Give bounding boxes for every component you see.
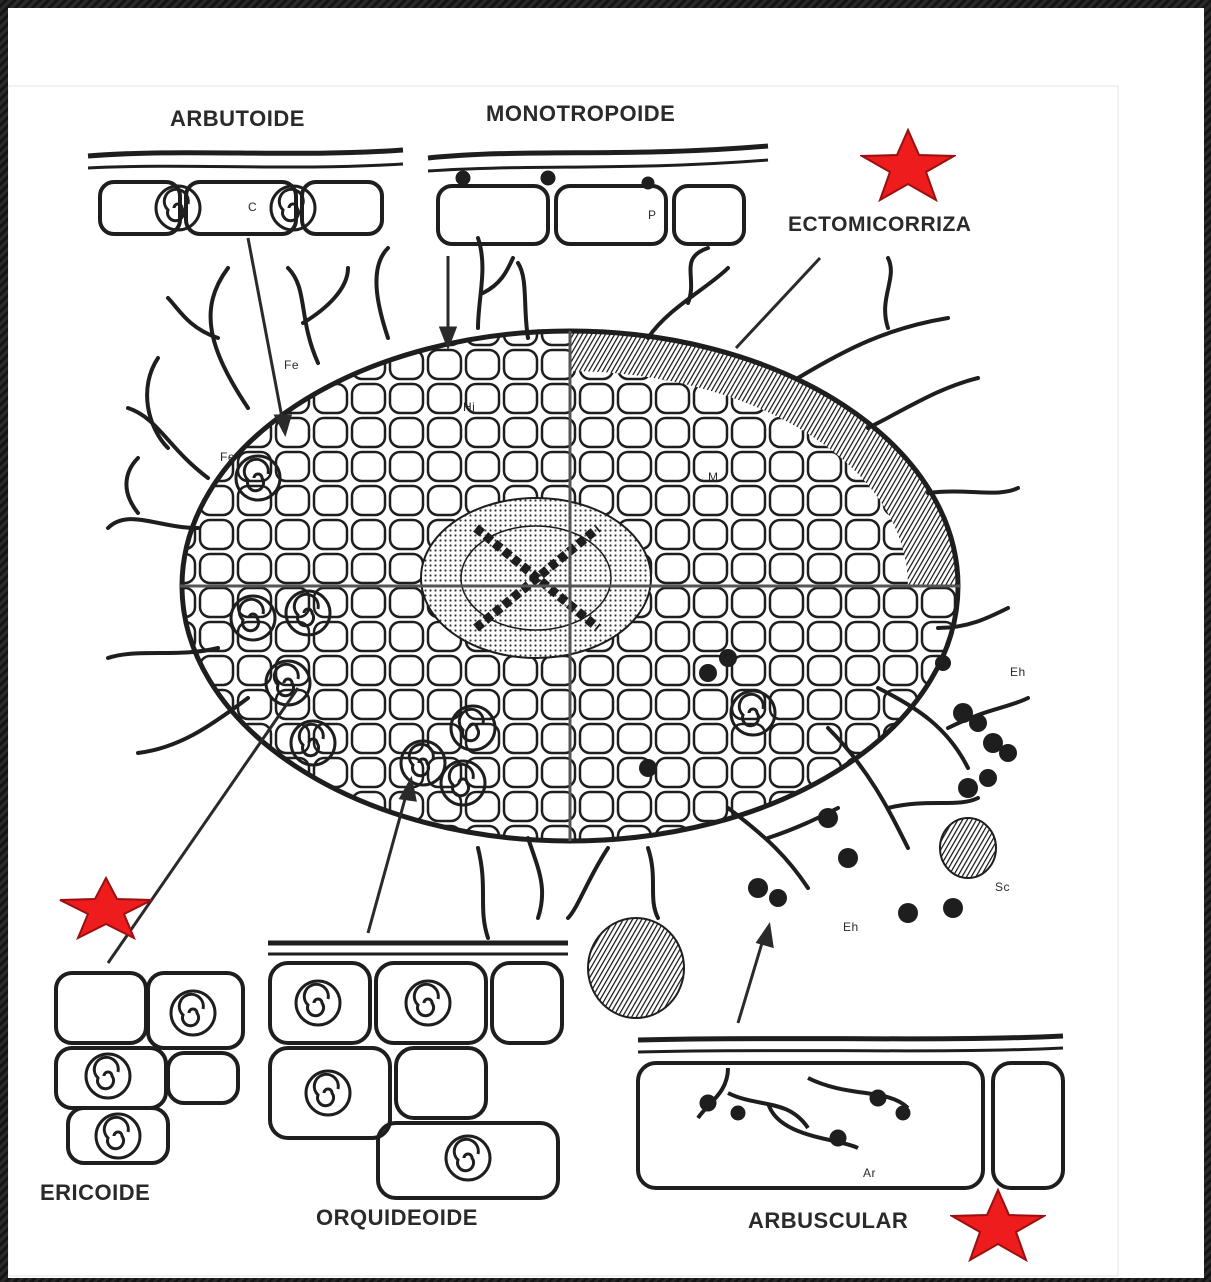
label-ar: Ar <box>863 1166 876 1180</box>
red-star-icon <box>58 876 154 940</box>
sporocarp-bottom <box>588 918 684 1018</box>
label-monotropoide: MONOTROPOIDE <box>486 101 675 127</box>
label-hi: Hi <box>463 400 475 414</box>
label-fe-left: Fe <box>220 450 235 464</box>
sporocarp-right <box>940 818 996 878</box>
label-arbuscular: ARBUSCULAR <box>748 1208 908 1234</box>
label-ericoide: ERICOIDE <box>40 1180 150 1206</box>
label-fe-top: Fe <box>284 358 299 372</box>
label-eh-bottom: Eh <box>843 920 859 934</box>
label-p: P <box>648 208 657 222</box>
label-c: C <box>248 200 257 214</box>
figure-canvas: ARBUTOIDE MONOTROPOIDE ECTOMICORRIZA ERI… <box>8 8 1204 1278</box>
label-arbutoide: ARBUTOIDE <box>170 106 305 132</box>
red-star-icon <box>860 128 956 202</box>
label-sc: Sc <box>995 880 1010 894</box>
label-ectomicorriza: ECTOMICORRIZA <box>788 213 971 237</box>
red-star-icon <box>950 1188 1046 1262</box>
mycorrhiza-diagram <box>8 8 1204 1278</box>
label-m: M <box>708 470 719 484</box>
label-eh-right: Eh <box>1010 665 1026 679</box>
label-orquideoide: ORQUIDEOIDE <box>316 1205 478 1231</box>
